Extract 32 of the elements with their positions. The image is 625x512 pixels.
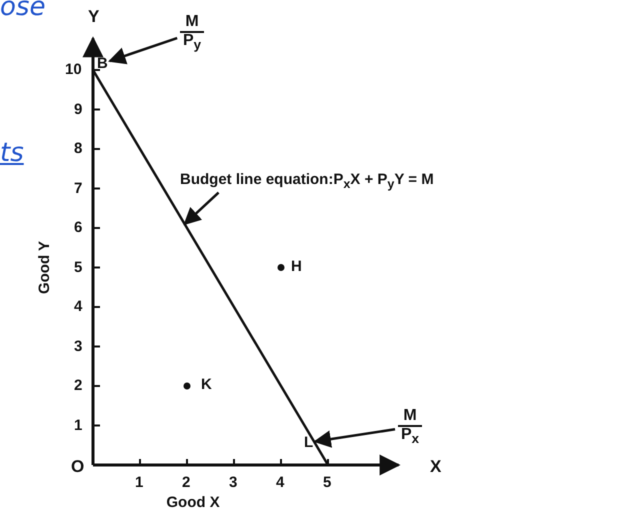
tick-label: 4 <box>276 475 284 490</box>
leader-arrow <box>313 428 396 448</box>
origin-label: O <box>71 458 84 475</box>
tick-label: 10 <box>65 62 82 77</box>
leader-arrow <box>108 36 178 64</box>
point-label: L <box>304 435 314 450</box>
axis-letter: Y <box>88 8 100 25</box>
fraction-label: M P$_{x}$ <box>398 408 422 446</box>
tick-label: 9 <box>74 102 82 116</box>
tick-label: 6 <box>74 220 82 235</box>
point-label: B <box>97 56 108 71</box>
tick-label: 5 <box>74 260 82 274</box>
tick-label: 2 <box>74 378 82 393</box>
fraction-label: M P$_{y}$ <box>180 14 204 52</box>
axis-letter: X <box>430 458 442 475</box>
tick-label: 1 <box>74 418 82 432</box>
tick-label: 1 <box>135 475 144 490</box>
leader-arrow <box>183 192 220 226</box>
tick-label: 7 <box>74 180 82 196</box>
equation-label: Budget line equation:P$_{x}$X + P$_{y}$Y = M <box>180 172 434 190</box>
partial-text: ose <box>0 0 46 20</box>
point-label: H <box>291 258 302 274</box>
tick-label: 5 <box>323 475 332 490</box>
point-label: K <box>201 377 212 392</box>
tick-label: 2 <box>182 475 190 490</box>
tick-label: 4 <box>74 299 82 314</box>
axis-title: Good Y <box>37 240 52 294</box>
tick-label: 3 <box>74 338 82 354</box>
tick-label: 8 <box>74 141 82 156</box>
partial-text: ts <box>0 140 24 166</box>
tick-label: 3 <box>229 475 238 490</box>
axis-title: Good X <box>166 495 220 510</box>
